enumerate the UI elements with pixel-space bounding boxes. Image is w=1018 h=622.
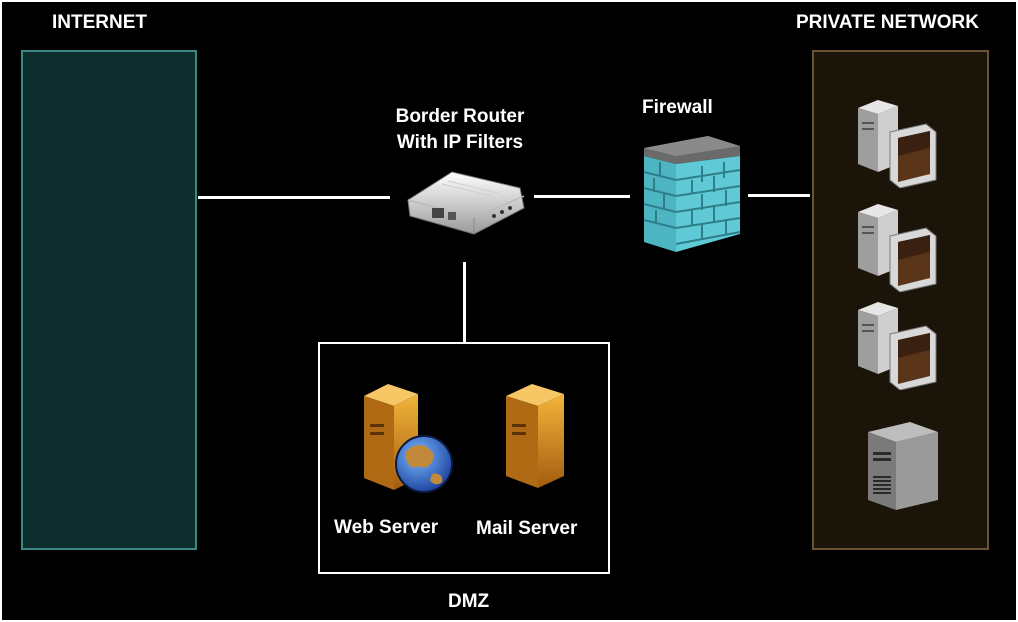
router-firewall-link	[534, 195, 630, 198]
internet-zone	[21, 50, 197, 550]
workstation-icon	[858, 302, 937, 390]
server-tower-icon	[868, 422, 938, 510]
dmz-zone	[318, 342, 610, 574]
mail-server-icon	[506, 384, 564, 488]
mail-server-label: Mail Server	[476, 518, 578, 539]
workstation-icon	[858, 100, 937, 188]
private-network-label: PRIVATE NETWORK	[796, 12, 979, 33]
router-dmz-link	[463, 262, 466, 342]
web-server-label: Web Server	[334, 517, 439, 538]
internet-router-link	[198, 196, 390, 199]
web-server-icon	[364, 384, 453, 493]
internet-label: INTERNET	[52, 12, 147, 33]
router-label-line1: Border Router	[395, 106, 525, 127]
firewall-icon	[643, 136, 741, 252]
firewall-label: Firewall	[642, 97, 713, 118]
router-label-line2: With IP Filters	[396, 132, 524, 153]
firewall-private-link	[748, 194, 810, 197]
workstation-icon	[858, 204, 937, 292]
router-icon	[407, 171, 525, 235]
dmz-label: DMZ	[448, 591, 490, 612]
router-label: Border Router With IP Filters	[374, 104, 546, 156]
